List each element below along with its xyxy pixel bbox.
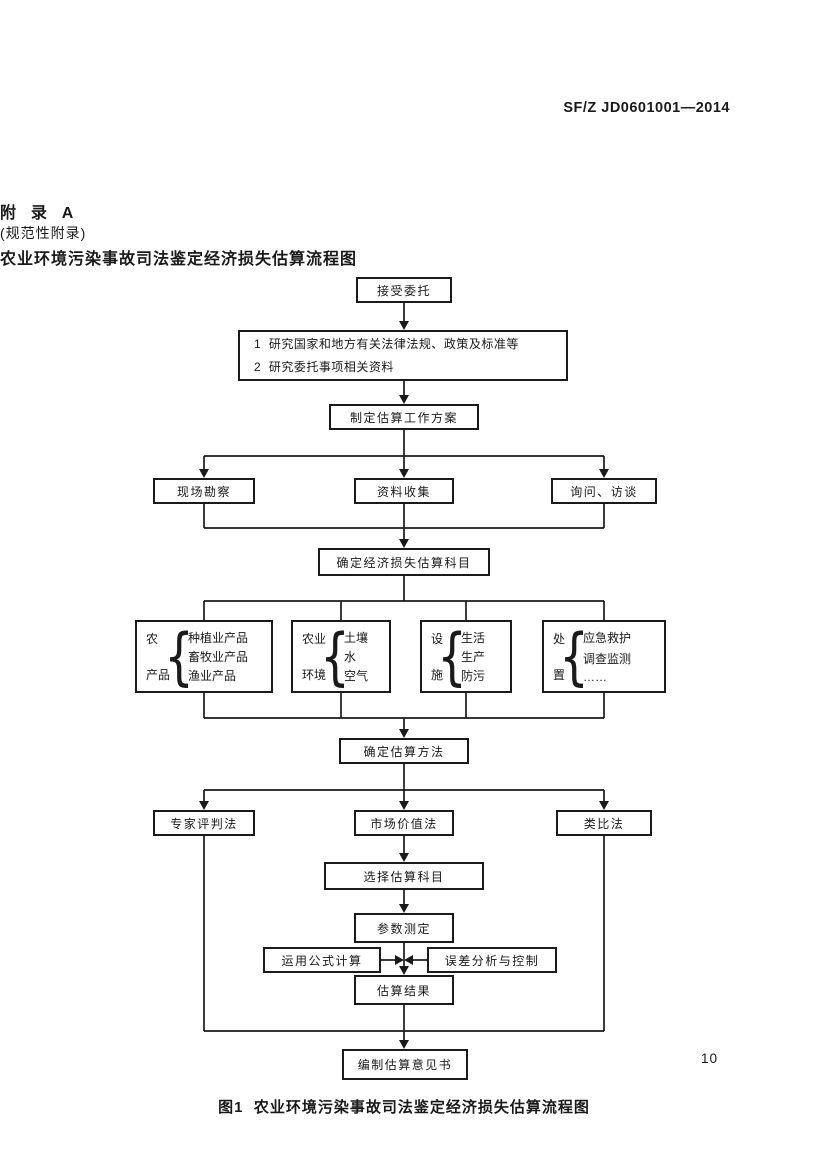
branch-item: 防污	[461, 669, 486, 683]
connector-select-to-params	[399, 890, 409, 913]
node-estimation-method: 确定估算方法	[339, 738, 469, 764]
node-select-subjects: 选择估算科目	[324, 862, 484, 890]
node-agricultural-environment: 农业 环境 { 土壤 水 空气	[291, 620, 391, 693]
connector-branches-merge	[203, 693, 605, 738]
brace-glyph: {	[164, 620, 194, 693]
appendix-heading: 附 录 A	[0, 205, 76, 222]
connector-method-split	[199, 764, 609, 810]
node-research: 1 研究国家和地方有关法律法规、政策及标准等 2 研究委托事项相关资料	[238, 330, 568, 381]
node-estimation-result: 估算结果	[354, 975, 454, 1005]
branch-item: 土壤	[344, 631, 369, 645]
node-work-plan: 制定估算工作方案	[329, 404, 479, 430]
appendix-subheading: (规范性附录)	[0, 225, 87, 241]
node-label: 估算结果	[376, 983, 431, 998]
node-label: 接受委托	[376, 283, 431, 298]
branch-label-top: 设	[431, 632, 444, 646]
branch-label-top: 农	[146, 632, 159, 646]
branch-item: 种植业产品	[188, 631, 249, 645]
standard-code: SF/Z JD0601001—2014	[563, 100, 730, 116]
node-site-survey: 现场勘察	[153, 478, 255, 504]
connector-merge-to-subjects	[203, 504, 605, 548]
branch-label: 处 置	[553, 627, 565, 686]
node-accept-commission: 接受委托	[356, 277, 452, 303]
node-label: 运用公式计算	[281, 953, 363, 968]
node-error-analysis-control: 误差分析与控制	[427, 947, 557, 973]
branch-item: 渔业产品	[188, 669, 237, 683]
node-parameter-measurement: 参数测定	[354, 913, 454, 943]
node-market-value-method: 市场价值法	[354, 810, 454, 836]
branch-item: ……	[583, 670, 608, 684]
node-label: 误差分析与控制	[444, 953, 540, 968]
node-label: 确定估算方法	[363, 744, 445, 759]
branch-item: 生活	[461, 631, 486, 645]
branch-item: 水	[344, 650, 357, 664]
branch-label-bottom: 环境	[302, 668, 327, 682]
branch-item: 畜牧业产品	[188, 650, 249, 664]
node-formula-calculation: 运用公式计算	[263, 947, 381, 973]
node-facilities: 设 施 { 生活 生产 防污	[420, 620, 512, 693]
research-line-2: 2 研究委托事项相关资料	[254, 359, 394, 374]
node-analogy-method: 类比法	[556, 810, 652, 836]
branch-label-bottom: 产品	[146, 668, 171, 682]
node-inquiry-interview: 询问、访谈	[551, 478, 657, 504]
branch-item: 调查监测	[583, 651, 632, 666]
branch-items: 土壤 水 空气	[344, 627, 368, 686]
research-line-1: 1 研究国家和地方有关法律法规、政策及标准等	[254, 336, 519, 351]
node-label: 类比法	[583, 816, 625, 831]
appendix-main-title: 农业环境污染事故司法鉴定经济损失估算流程图	[0, 251, 358, 268]
branch-item: 应急救护	[583, 631, 632, 645]
node-label: 选择估算科目	[363, 869, 445, 884]
node-label: 资料收集	[376, 484, 431, 499]
brace-glyph: {	[559, 620, 589, 693]
branch-label-top: 处	[553, 632, 566, 646]
node-label: 询问、访谈	[570, 484, 638, 499]
page-number: 10	[701, 1051, 719, 1066]
branch-label: 农业 环境	[302, 627, 326, 686]
connector-plan-split	[199, 430, 609, 478]
branch-item: 生产	[461, 650, 486, 664]
brace-glyph: {	[320, 620, 350, 693]
node-label: 制定估算工作方案	[349, 410, 458, 425]
node-data-collection: 资料收集	[354, 478, 454, 504]
node-label: 市场价值法	[370, 816, 438, 831]
node-label: 专家评判法	[170, 816, 238, 831]
branch-item: 空气	[344, 669, 369, 683]
node-label: 参数测定	[376, 921, 431, 936]
branch-label-bottom: 置	[553, 668, 566, 682]
node-agricultural-products: 农 产品 { 种植业产品 畜牧业产品 渔业产品	[135, 620, 273, 693]
node-expert-judgment-method: 专家评判法	[153, 810, 255, 836]
branch-items: 种植业产品 畜牧业产品 渔业产品	[188, 627, 248, 686]
node-report-preparation: 编制估算意见书	[342, 1049, 468, 1080]
branch-items: 生活 生产 防污	[461, 627, 485, 686]
connector-accept-to-research	[399, 303, 409, 330]
connector-params-to-result	[381, 943, 427, 975]
branch-label: 农 产品	[146, 627, 170, 686]
node-label: 现场勘察	[176, 484, 231, 499]
connector-market-to-select	[399, 836, 409, 862]
branch-label-top: 农业	[302, 632, 327, 646]
branch-items: 应急救护 调查监测 ……	[583, 627, 631, 686]
figure-caption: 图1 农业环境污染事故司法鉴定经济损失估算流程图	[218, 1099, 590, 1116]
connector-subjects-split	[203, 576, 605, 620]
brace-glyph: {	[437, 620, 467, 693]
connector-research-to-plan	[399, 381, 409, 404]
branch-label: 设 施	[431, 627, 443, 686]
node-loss-subjects: 确定经济损失估算科目	[318, 548, 490, 576]
node-label: 编制估算意见书	[357, 1058, 453, 1072]
branch-label-bottom: 施	[431, 668, 444, 682]
node-label: 确定经济损失估算科目	[336, 555, 472, 570]
node-disposal: 处 置 { 应急救护 调查监测 ……	[542, 620, 666, 693]
connector-result-to-report	[204, 1005, 604, 1049]
